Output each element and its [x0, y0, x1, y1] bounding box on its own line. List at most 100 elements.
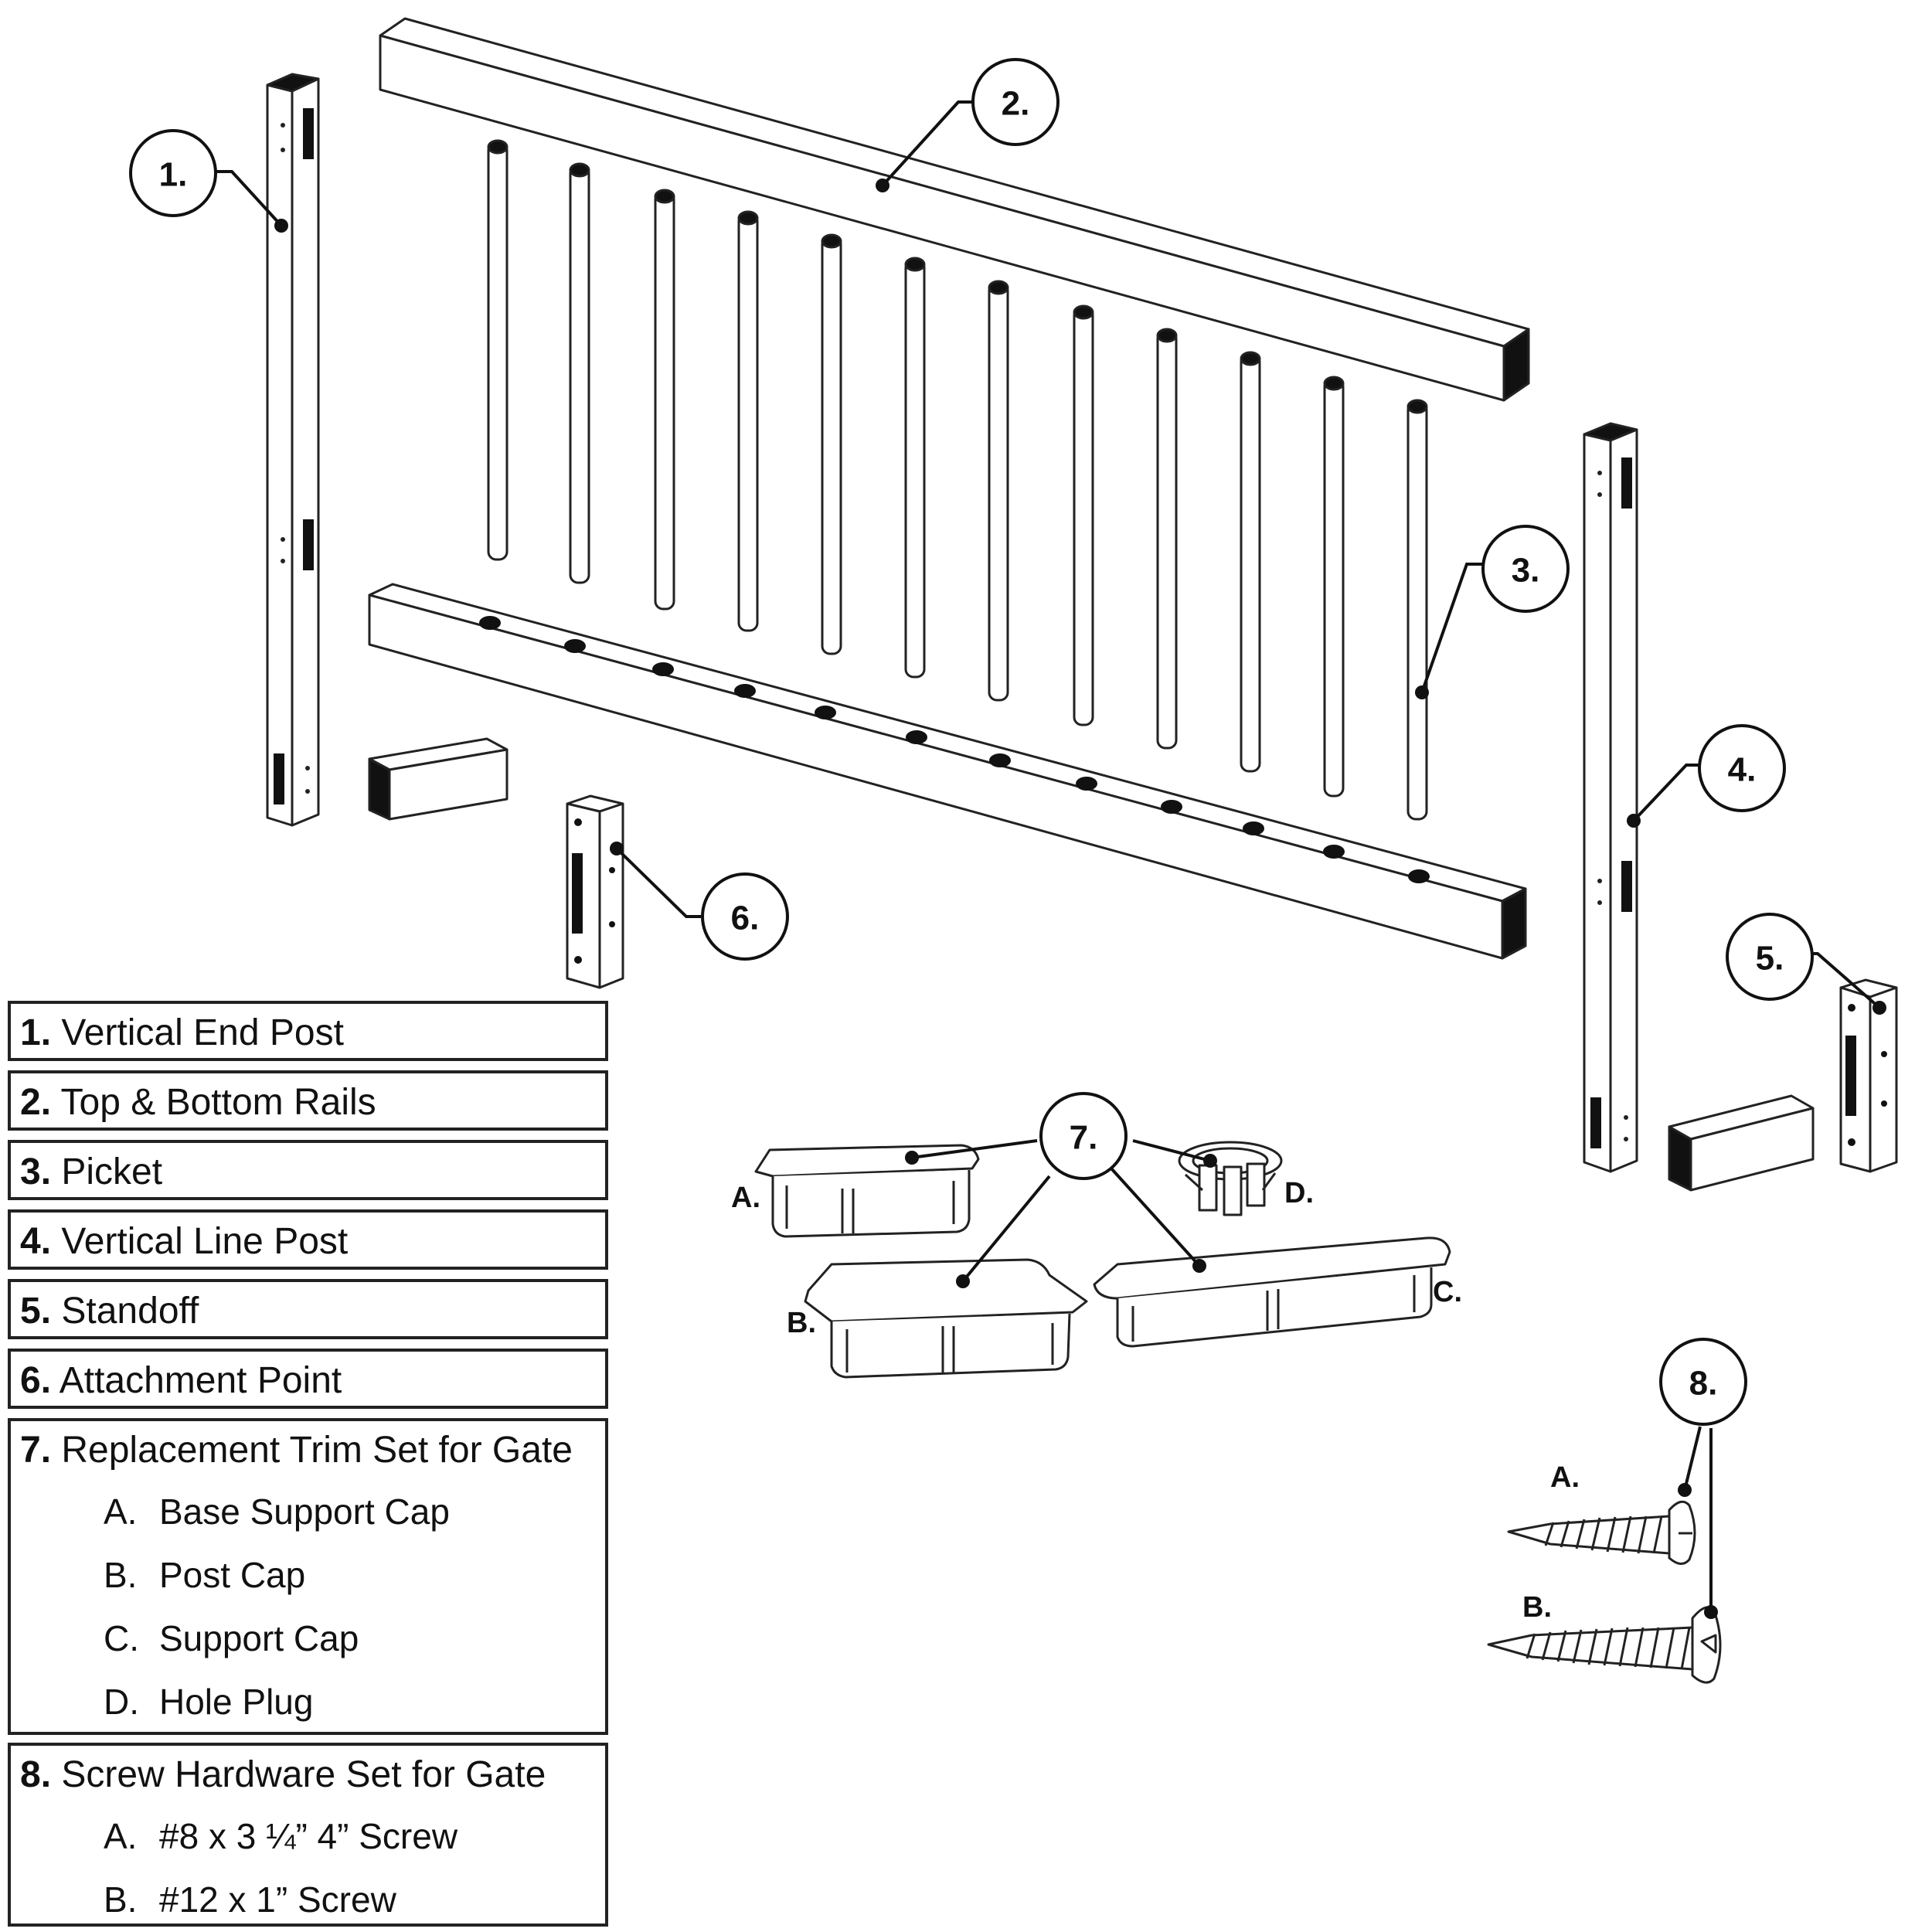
rail-hole	[564, 639, 586, 653]
legend-sub-letter: C.	[104, 1618, 139, 1658]
legend-label: Attachment Point	[59, 1360, 342, 1401]
label-cap-a: A.	[731, 1182, 760, 1214]
callout-4-circle	[1698, 724, 1786, 812]
legend-label: Top & Bottom Rails	[60, 1082, 376, 1123]
legend-sub-item: B. #12 x 1” Screw	[11, 1868, 605, 1931]
rail-hole	[989, 753, 1011, 767]
legend-sub-letter: B.	[104, 1879, 138, 1920]
legend-label: Vertical Line Post	[61, 1221, 349, 1262]
leader-7a	[911, 1139, 1038, 1159]
legend-sub-letter: A.	[104, 1492, 138, 1532]
rail-hole	[479, 616, 501, 630]
legend-sub-letter: D.	[104, 1682, 139, 1722]
legend-item-6: 6. Attachment Point	[8, 1349, 608, 1409]
spacer-block-left	[368, 737, 509, 821]
legend-label: Vertical End Post	[61, 1012, 344, 1053]
support-cap	[1093, 1236, 1451, 1348]
legend-num: 3.	[20, 1151, 52, 1192]
picket	[988, 280, 1009, 702]
legend-num: 7.	[20, 1430, 52, 1471]
label-cap-c: C.	[1433, 1276, 1462, 1308]
legend-sub-label: #8 x 3 ¼” 4” Screw	[159, 1816, 458, 1856]
legend-num: 1.	[20, 1012, 52, 1053]
legend-sub-label: Post Cap	[159, 1555, 306, 1595]
picket	[1323, 376, 1345, 798]
picket	[821, 233, 842, 655]
post-cap	[804, 1258, 1088, 1379]
legend-sub-item: A. Base Support Cap	[11, 1480, 605, 1543]
legend-num: 5.	[20, 1291, 52, 1332]
label-screw-a: A.	[1550, 1461, 1580, 1494]
rail-hole	[1161, 800, 1182, 814]
picket	[1073, 304, 1094, 726]
label-cap-d: D.	[1284, 1177, 1314, 1209]
legend-num: 8.	[20, 1754, 52, 1795]
legend-item-8: 8. Screw Hardware Set for Gate A. #8 x 3 …	[8, 1743, 608, 1927]
legend-num: 4.	[20, 1221, 52, 1262]
rail-hole	[652, 662, 674, 676]
screw-a	[1507, 1500, 1696, 1565]
callout-8: 8.	[1689, 1365, 1718, 1403]
rail-hole	[1323, 845, 1345, 859]
base-support-cap	[754, 1144, 980, 1238]
legend-sub-item: B. Post Cap	[11, 1543, 605, 1607]
legend-item-4: 4. Vertical Line Post	[8, 1209, 608, 1270]
callout-3: 3.	[1512, 552, 1540, 590]
picket	[654, 189, 675, 611]
picket	[1156, 328, 1178, 750]
picket	[569, 162, 590, 584]
leader-1	[215, 170, 283, 227]
vertical-line-post	[1583, 422, 1638, 1173]
pickets	[487, 139, 1428, 821]
leader-7c	[1110, 1167, 1201, 1267]
legend-num: 2.	[20, 1082, 52, 1123]
attachment-point	[566, 794, 624, 989]
callout-7-circle	[1039, 1092, 1128, 1180]
legend-sub-letter: A.	[104, 1816, 138, 1856]
leader-4	[1632, 764, 1700, 822]
legend-sub-label: Hole Plug	[159, 1682, 314, 1722]
rail-hole	[815, 706, 836, 719]
callout-1: 1.	[159, 156, 188, 194]
legend-sub-label: #12 x 1” Screw	[159, 1879, 396, 1920]
callout-8-circle	[1659, 1338, 1747, 1426]
legend-sub-item: C. Support Cap	[11, 1607, 605, 1670]
legend-num: 6.	[20, 1360, 52, 1401]
legend-item-1: 1. Vertical End Post	[8, 1001, 608, 1061]
vertical-end-post	[266, 73, 320, 827]
legend-sub-label: Support Cap	[159, 1618, 359, 1658]
leader-6	[615, 847, 703, 918]
callout-7: 7.	[1070, 1119, 1098, 1157]
legend-label: Replacement Trim Set for Gate	[61, 1430, 573, 1471]
leader-2	[881, 100, 972, 187]
legend-label: Screw Hardware Set for Gate	[61, 1754, 546, 1795]
rail-hole	[1243, 821, 1264, 835]
callout-2: 2.	[1002, 85, 1030, 123]
bottom-rail	[368, 583, 1527, 960]
legend-sub-label: Base Support Cap	[159, 1492, 450, 1532]
legend-sub-item: A. #8 x 3 ¼” 4” Screw	[11, 1804, 605, 1868]
screw-b	[1487, 1606, 1722, 1684]
picket	[737, 210, 759, 632]
leader-3	[1420, 563, 1482, 693]
rail-hole	[1076, 777, 1097, 791]
picket	[487, 139, 509, 561]
legend-sub-item: D. Hole Plug	[11, 1670, 605, 1733]
leader-dots	[274, 179, 1886, 1619]
leader-8a	[1683, 1426, 1702, 1491]
legend-item-5: 5. Standoff	[8, 1279, 608, 1339]
callout-2-circle	[971, 58, 1060, 146]
callout-6: 6.	[731, 900, 760, 937]
standoff	[1839, 978, 1898, 1173]
legend-item-7: 7. Replacement Trim Set for Gate A. Base …	[8, 1418, 608, 1735]
callout-5-circle	[1726, 913, 1814, 1001]
rail-holes	[479, 616, 1430, 883]
picket	[1406, 399, 1428, 821]
legend-sub-letter: B.	[104, 1555, 138, 1595]
callout-5: 5.	[1756, 940, 1784, 978]
spacer-block-right	[1668, 1094, 1815, 1192]
callout-4: 4.	[1728, 751, 1757, 789]
top-rail	[379, 17, 1530, 402]
rail-hole	[906, 730, 927, 744]
